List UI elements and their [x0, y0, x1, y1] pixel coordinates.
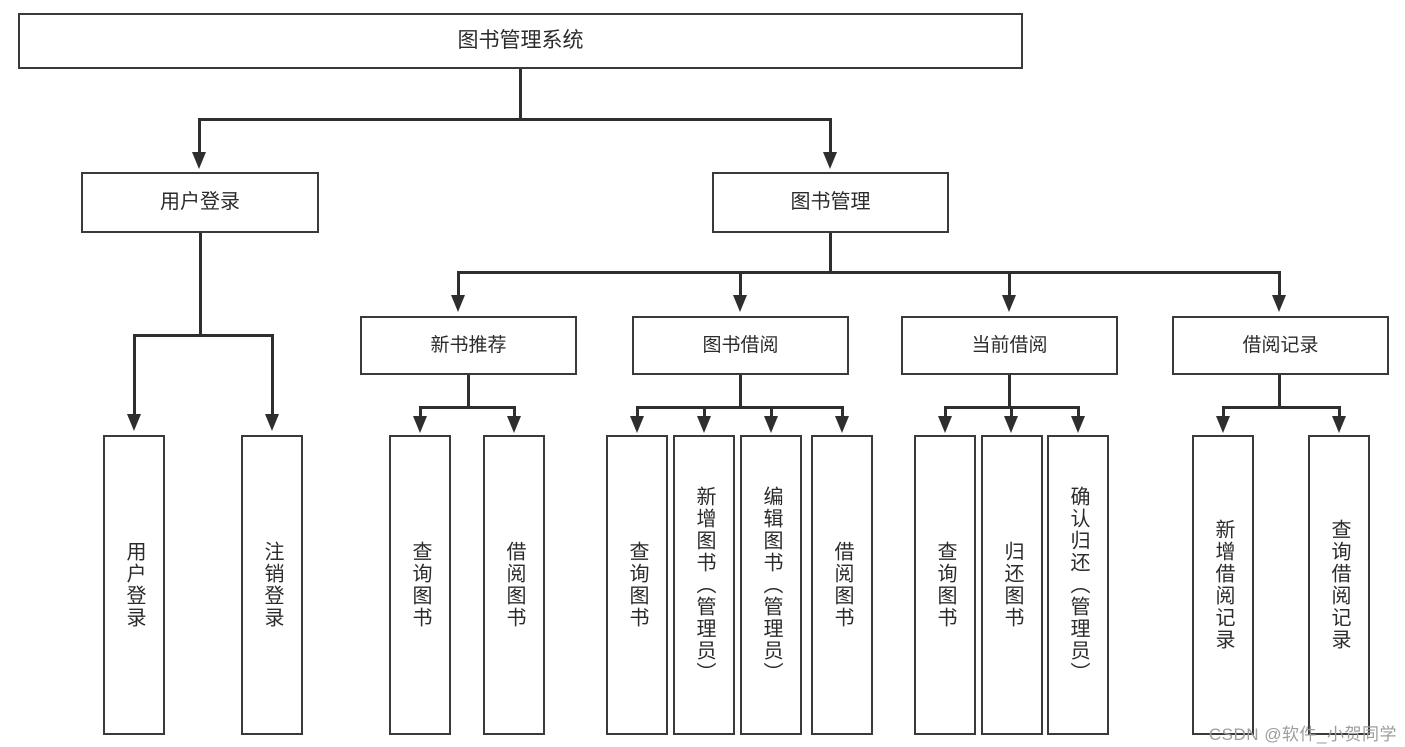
leaf-label: 归还图书: [1001, 541, 1023, 629]
connector-user-login-to-leaf-2: [271, 334, 274, 416]
node-book-borrow[interactable]: 图书借阅: [632, 316, 849, 375]
connector-book-borrow-bar: [636, 406, 842, 409]
leaf-label: 借阅图书: [503, 541, 525, 629]
arrow-book-borrow-to-leaf-3: [764, 416, 778, 433]
node-current-borrow[interactable]: 当前借阅: [901, 316, 1118, 375]
leaf-label: 注销登录: [261, 541, 283, 629]
arrow-borrow-record-to-leaf-1: [1216, 416, 1230, 433]
connector-book-manage-stem: [829, 233, 832, 273]
leaf-label: 查询借阅记录: [1328, 519, 1350, 651]
connector-borrow-record-bar: [1222, 406, 1340, 409]
leaf-query-book-3[interactable]: 查询图书: [914, 435, 976, 735]
connector-root-bar: [198, 118, 831, 121]
connector-borrow-record-to-leaf-2: [1338, 406, 1341, 418]
node-user-login[interactable]: 用户登录: [81, 172, 319, 233]
connector-user-login-bar: [133, 334, 272, 337]
connector-book-manage-to-borrow-record: [1278, 271, 1281, 297]
connector-borrow-record-stem: [1278, 375, 1281, 407]
arrow-new-book-rec-to-leaf-1: [413, 416, 427, 433]
leaf-label: 借阅图书: [831, 541, 853, 629]
connector-root-to-book-manage: [829, 118, 832, 154]
arrow-book-manage-to-new-book-rec: [451, 295, 465, 312]
arrow-current-borrow-to-leaf-1: [938, 416, 952, 433]
leaf-label: 新增借阅记录: [1212, 519, 1234, 651]
node-label: 当前借阅: [971, 334, 1048, 356]
node-borrow-record[interactable]: 借阅记录: [1172, 316, 1389, 375]
arrow-current-borrow-to-leaf-3: [1071, 416, 1085, 433]
connector-book-manage-to-current-borrow: [1008, 271, 1011, 297]
leaf-return-book[interactable]: 归还图书: [981, 435, 1043, 735]
node-root-system[interactable]: 图书管理系统: [18, 13, 1023, 69]
node-label: 图书管理系统: [457, 29, 584, 53]
leaf-logout[interactable]: 注销登录: [241, 435, 303, 735]
arrow-book-borrow-to-leaf-1: [630, 416, 644, 433]
connector-current-borrow-stem: [1008, 375, 1011, 407]
leaf-label: 查询图书: [934, 541, 956, 629]
arrow-new-book-rec-to-leaf-2: [507, 416, 521, 433]
connector-new-book-rec-stem: [467, 375, 470, 407]
node-label: 图书管理: [790, 191, 871, 214]
connector-new-book-rec-to-leaf-1: [419, 406, 422, 418]
leaf-edit-book[interactable]: 编辑图书（管理员）: [740, 435, 802, 735]
arrow-root-to-book-manage: [823, 152, 837, 169]
leaf-label: 确认归还（管理员）: [1067, 486, 1089, 684]
node-label: 新书推荐: [430, 334, 507, 356]
connector-current-borrow-to-leaf-2: [1010, 406, 1013, 418]
connector-current-borrow-to-leaf-3: [1077, 406, 1080, 418]
leaf-query-record[interactable]: 查询借阅记录: [1308, 435, 1370, 735]
connector-book-borrow-to-leaf-4: [841, 406, 844, 418]
leaf-label: 编辑图书（管理员）: [760, 486, 782, 684]
arrow-user-login-to-leaf-1: [127, 414, 141, 431]
connector-root-to-user-login: [198, 118, 201, 154]
leaf-label: 新增图书（管理员）: [693, 486, 715, 684]
arrow-borrow-record-to-leaf-2: [1332, 416, 1346, 433]
leaf-query-book-2[interactable]: 查询图书: [606, 435, 668, 735]
leaf-add-book[interactable]: 新增图书（管理员）: [673, 435, 735, 735]
node-label: 图书借阅: [702, 334, 779, 356]
arrow-current-borrow-to-leaf-2: [1004, 416, 1018, 433]
connector-new-book-rec-to-leaf-2: [513, 406, 516, 418]
node-label: 用户登录: [160, 191, 240, 214]
connector-book-manage-bar: [457, 271, 1280, 274]
leaf-label: 查询图书: [409, 541, 431, 629]
leaf-user-login[interactable]: 用户登录: [103, 435, 165, 735]
connector-book-borrow-to-leaf-3: [770, 406, 773, 418]
connector-book-borrow-stem: [739, 375, 742, 407]
connector-book-borrow-to-leaf-1: [636, 406, 639, 418]
arrow-book-borrow-to-leaf-4: [835, 416, 849, 433]
arrow-book-manage-to-book-borrow: [733, 295, 747, 312]
leaf-query-book-1[interactable]: 查询图书: [389, 435, 451, 735]
connector-root-stem: [519, 69, 522, 119]
arrow-book-manage-to-current-borrow: [1002, 295, 1016, 312]
leaf-label: 查询图书: [626, 541, 648, 629]
arrow-user-login-to-leaf-2: [265, 414, 279, 431]
node-book-manage[interactable]: 图书管理: [712, 172, 949, 233]
leaf-add-record[interactable]: 新增借阅记录: [1192, 435, 1254, 735]
leaf-confirm-return[interactable]: 确认归还（管理员）: [1047, 435, 1109, 735]
connector-new-book-rec-bar: [419, 406, 515, 409]
connector-borrow-record-to-leaf-1: [1222, 406, 1225, 418]
connector-book-manage-to-book-borrow: [739, 271, 742, 297]
leaf-borrow-book-1[interactable]: 借阅图书: [483, 435, 545, 735]
leaf-borrow-book-2[interactable]: 借阅图书: [811, 435, 873, 735]
connector-book-manage-to-new-book-rec: [457, 271, 460, 297]
node-label: 借阅记录: [1242, 334, 1319, 356]
connector-user-login-stem: [199, 233, 202, 335]
leaf-label: 用户登录: [123, 541, 145, 629]
arrow-book-borrow-to-leaf-2: [697, 416, 711, 433]
connector-current-borrow-to-leaf-1: [944, 406, 947, 418]
node-new-book-rec[interactable]: 新书推荐: [360, 316, 577, 375]
arrow-root-to-user-login: [192, 152, 206, 169]
connector-book-borrow-to-leaf-2: [703, 406, 706, 418]
arrow-book-manage-to-borrow-record: [1272, 295, 1286, 312]
connector-user-login-to-leaf-1: [133, 334, 136, 416]
